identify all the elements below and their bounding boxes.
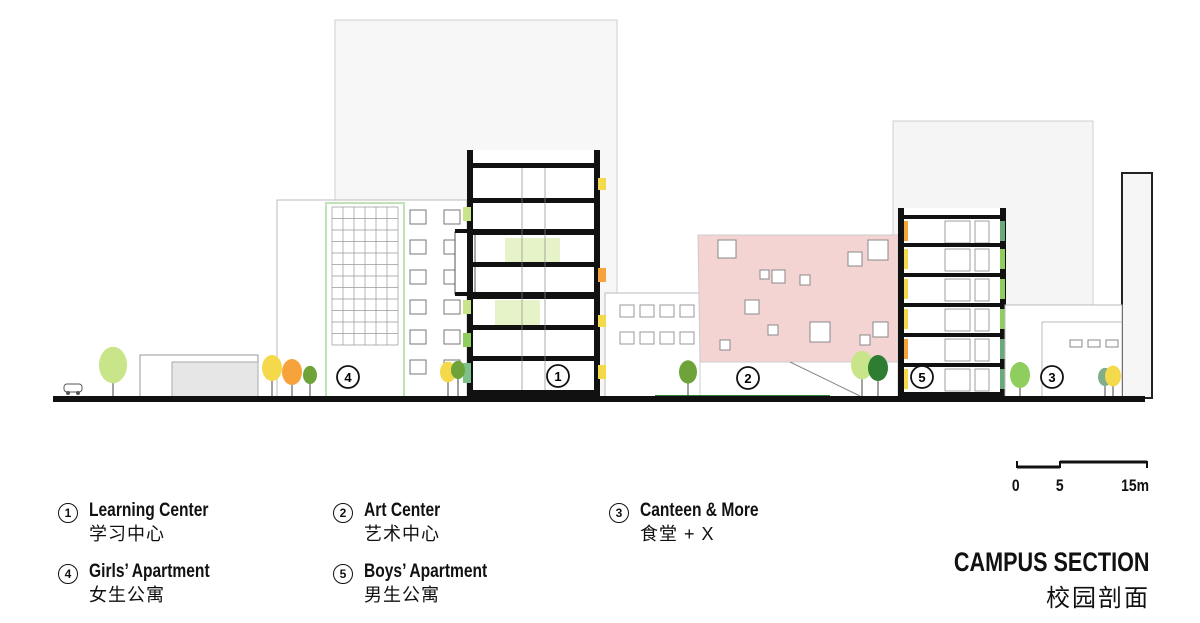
ground-line bbox=[53, 396, 1145, 402]
legend-label-en: Girls’ Apartment bbox=[89, 561, 210, 582]
legend-label-zh: 女生公寓 bbox=[89, 585, 165, 605]
legend-number: 4 bbox=[58, 564, 78, 584]
legend-item-art-center: 2 Art Center 艺术中心 bbox=[333, 500, 457, 546]
legend-label-zh: 艺术中心 bbox=[364, 524, 440, 544]
glass-grid bbox=[331, 206, 399, 346]
legend-number: 1 bbox=[58, 503, 78, 523]
legend-item-learning-center: 1 Learning Center 学习中心 bbox=[58, 500, 235, 546]
legend-label-en: Art Center bbox=[364, 500, 441, 521]
canteen-windows bbox=[1069, 339, 1119, 348]
marker-2: 2 bbox=[736, 366, 760, 390]
pavilion-fence bbox=[171, 361, 259, 399]
scale-label-5: 5 bbox=[1055, 476, 1064, 495]
legend-number: 5 bbox=[333, 564, 353, 584]
mid-building-windows bbox=[619, 304, 695, 345]
scale-label-15m: 15m bbox=[1121, 476, 1149, 495]
trees bbox=[99, 346, 1121, 397]
legend-label-zh: 食堂 + X bbox=[640, 524, 715, 544]
legend-item-boys-apartment: 5 Boys’ Apartment 男生公寓 bbox=[333, 561, 514, 607]
marker-label: 3 bbox=[1048, 370, 1055, 385]
marker-label: 4 bbox=[344, 370, 352, 385]
legend-number: 3 bbox=[609, 503, 629, 523]
legend-label-en: Boys’ Apartment bbox=[364, 561, 488, 582]
marker-label: 2 bbox=[744, 371, 751, 386]
boys-apartment-section bbox=[898, 208, 1006, 398]
legend-item-canteen: 3 Canteen & More 食堂 + X bbox=[609, 500, 785, 546]
marker-3: 3 bbox=[1040, 365, 1064, 389]
marker-4: 4 bbox=[336, 365, 360, 389]
drawing-title-zh: 校园剖面 bbox=[1046, 585, 1150, 612]
legend-label-en: Learning Center bbox=[89, 500, 209, 521]
legend-label-en: Canteen & More bbox=[640, 500, 759, 521]
scale-label-0: 0 bbox=[1011, 476, 1020, 495]
legend-label-zh: 男生公寓 bbox=[364, 585, 440, 605]
car-icon bbox=[63, 383, 83, 395]
marker-1: 1 bbox=[546, 364, 570, 388]
legend-number: 2 bbox=[333, 503, 353, 523]
scale-bar bbox=[1016, 460, 1148, 469]
legend-label-zh: 学习中心 bbox=[89, 524, 165, 544]
marker-5: 5 bbox=[910, 365, 934, 389]
drawing-title: CAMPUS SECTION bbox=[954, 547, 1150, 577]
legend-item-girls-apartment: 4 Girls’ Apartment 女生公寓 bbox=[58, 561, 236, 607]
marker-label: 1 bbox=[554, 369, 561, 384]
marker-label: 5 bbox=[918, 370, 925, 385]
learning-center-section bbox=[454, 150, 606, 398]
far-right-building bbox=[1121, 172, 1153, 399]
